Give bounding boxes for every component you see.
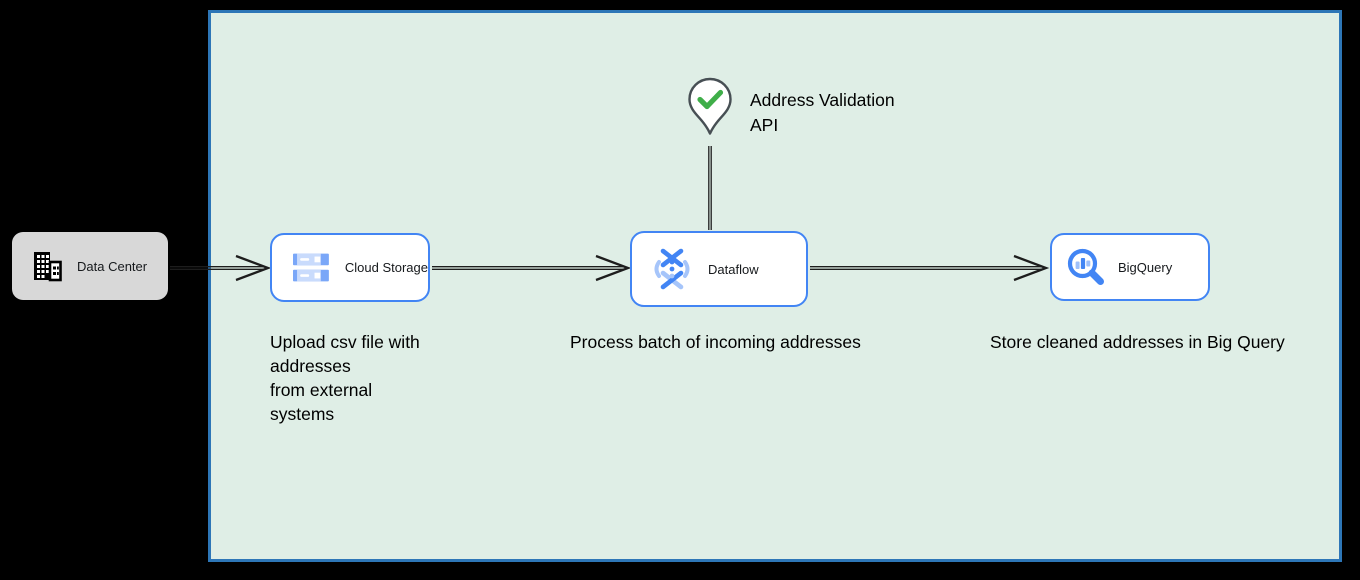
node-data-center[interactable]: Data Center [12, 232, 168, 300]
building-icon [34, 252, 62, 282]
node-cloud-storage[interactable]: Cloud Storage [270, 233, 430, 302]
node-label: Data Center [77, 258, 148, 274]
map-pin-check-icon [688, 77, 732, 135]
node-label: Dataflow [708, 261, 759, 277]
node-dataflow[interactable]: Dataflow [630, 231, 808, 307]
api-marker-label: Address Validation API [750, 88, 895, 138]
caption-bigquery: Store cleaned addresses in Big Query [990, 332, 1285, 352]
caption-line: systems [270, 404, 335, 424]
caption-line: Upload csv file with [270, 332, 420, 352]
address-validation-marker[interactable] [686, 76, 734, 137]
caption-cloud-storage: Upload csv file with addresses from exte… [270, 330, 420, 426]
node-bigquery[interactable]: BigQuery [1050, 233, 1210, 301]
node-label: BigQuery [1118, 259, 1173, 275]
cloud-storage-icon [293, 253, 329, 282]
api-label-line1: Address Validation [750, 90, 895, 110]
bigquery-icon [1067, 248, 1104, 285]
caption-line: from external [270, 380, 373, 400]
caption-dataflow: Process batch of incoming addresses [570, 332, 861, 352]
dataflow-icon [654, 248, 690, 290]
node-label: Cloud Storage [344, 260, 428, 275]
caption-line: addresses [270, 356, 351, 376]
api-label-line2: API [750, 115, 779, 135]
